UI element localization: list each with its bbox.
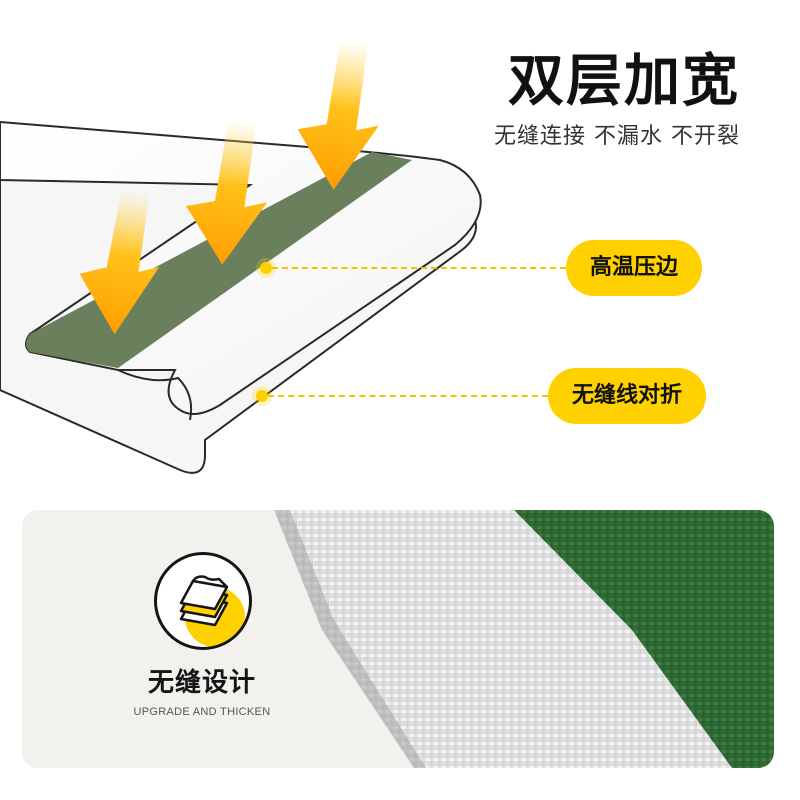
callout-dash-line [268, 395, 548, 397]
layers-icon [154, 552, 252, 650]
feature-subtitle: UPGRADE AND THICKEN [133, 706, 271, 718]
feature-title: 无缝设计 [147, 668, 256, 698]
callout-pill: 高温压边 [566, 240, 703, 296]
callout-dot [256, 390, 268, 402]
callout-dot [260, 262, 272, 274]
callout-dash-line [272, 267, 566, 269]
heat-arrow-icon [79, 188, 160, 335]
callout-heat-press: 高温压边 [260, 240, 703, 296]
fabric-closeup-image [22, 510, 774, 768]
heat-arrow-icon [186, 119, 268, 265]
callout-seamless-fold: 无缝线对折 [256, 368, 707, 424]
callout-pill: 无缝线对折 [548, 368, 707, 424]
page-title: 双层加宽 [508, 49, 740, 114]
tarp-fold-illustration [0, 39, 482, 474]
page-subtitle: 无缝连接 不漏水 不开裂 [494, 124, 740, 149]
heat-arrow-icon [297, 39, 379, 190]
tarp-fold-curl [117, 369, 193, 421]
feature-panel: 无缝设计 UPGRADE AND THICKEN [22, 510, 774, 768]
